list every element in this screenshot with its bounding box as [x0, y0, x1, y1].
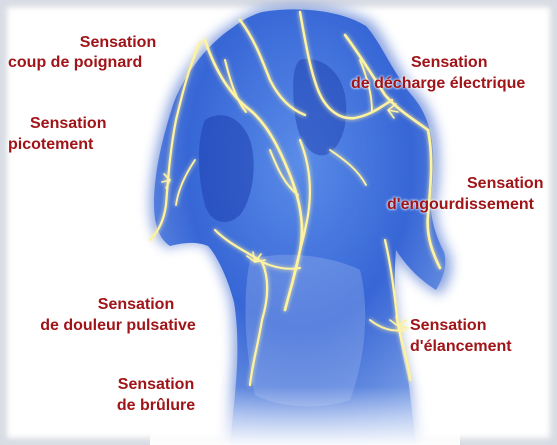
label-stab-line2: coup de poignard — [8, 52, 142, 73]
label-stab-sensation: Sensation — [58, 32, 178, 53]
label-burning-line2: de brûlure — [98, 395, 214, 416]
label-electric-line2: de décharge électrique — [351, 73, 525, 94]
label-throbbing-line1: Sensation — [20, 294, 216, 315]
label-throbbing: Sensation de douleur pulsative — [20, 294, 216, 336]
label-stab-line1: Sensation — [58, 32, 178, 53]
label-numbness-line1: Sensation — [387, 173, 543, 194]
label-tingling-line2: picotement — [8, 134, 106, 155]
label-stab-description: coup de poignard — [8, 52, 142, 73]
label-numbness-line2: d'engourdissement — [387, 194, 543, 215]
label-shooting-line1: Sensation — [410, 315, 512, 336]
label-tingling-line1: Sensation — [30, 113, 106, 134]
label-burning-line1: Sensation — [98, 374, 214, 395]
label-electric-line1: Sensation — [351, 52, 525, 73]
label-throbbing-line2: de douleur pulsative — [20, 315, 216, 336]
label-burning: Sensation de brûlure — [98, 374, 214, 416]
label-numbness: Sensation d'engourdissement — [387, 173, 543, 215]
label-tingling: Sensation picotement — [30, 113, 106, 155]
label-shooting: Sensation d'élancement — [410, 315, 512, 357]
label-shooting-line2: d'élancement — [410, 336, 512, 357]
label-electric: Sensation de décharge électrique — [351, 52, 525, 94]
